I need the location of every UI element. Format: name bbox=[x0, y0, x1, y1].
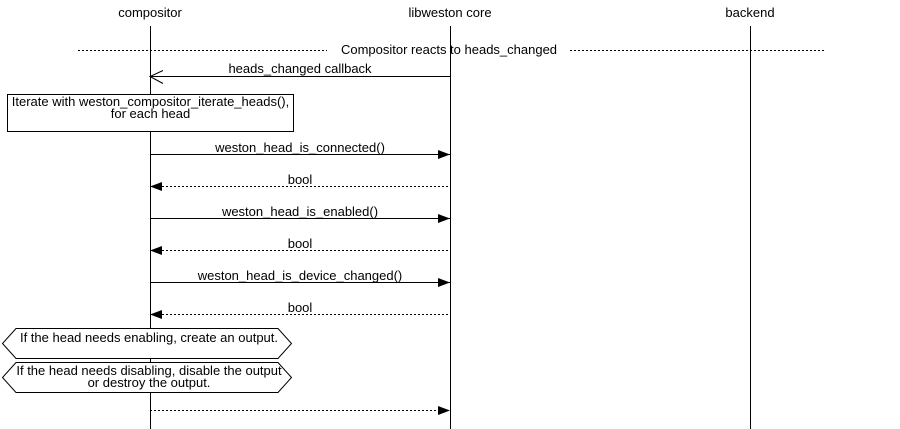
condition-text-enabling: If the head needs enabling, create an ou… bbox=[19, 330, 279, 345]
message-label-is-enabled: weston_head_is_enabled() bbox=[221, 204, 379, 219]
condition-box-disabling bbox=[1, 362, 293, 393]
condition-box-enabling bbox=[1, 328, 293, 359]
diagram-title: Compositor reacts to heads_changed bbox=[340, 42, 558, 57]
arrowhead-filled-right-icon bbox=[438, 150, 450, 159]
note-box bbox=[7, 94, 294, 132]
participant-label-compositor: compositor bbox=[118, 5, 182, 20]
condition-text-disabling: If the head needs disabling, disable the… bbox=[16, 363, 282, 390]
arrowhead-filled-right-icon bbox=[438, 214, 450, 223]
arrowhead-filled-right-icon bbox=[438, 278, 450, 287]
message-label-bool-2: bool bbox=[287, 236, 313, 251]
message-label-bool-1: bool bbox=[287, 172, 313, 187]
arrowhead-filled-right-icon bbox=[438, 406, 450, 415]
participant-label-backend: backend bbox=[725, 5, 775, 20]
message-label-heads-changed-callback: heads_changed callback bbox=[228, 61, 372, 76]
participant-label-libweston-core: libweston core bbox=[408, 5, 492, 20]
note-text: Iterate with weston_compositor_iterate_h… bbox=[11, 94, 290, 121]
arrowhead-filled-left-icon bbox=[150, 246, 162, 255]
arrowhead-filled-left-icon bbox=[150, 182, 162, 191]
arrowhead-open-left-icon bbox=[148, 70, 164, 84]
arrowhead-filled-left-icon bbox=[150, 310, 162, 319]
message-label-bool-3: bool bbox=[287, 300, 313, 315]
message-label-is-device-changed: weston_head_is_device_changed() bbox=[197, 268, 403, 283]
message-label-is-connected: weston_head_is_connected() bbox=[215, 140, 385, 155]
